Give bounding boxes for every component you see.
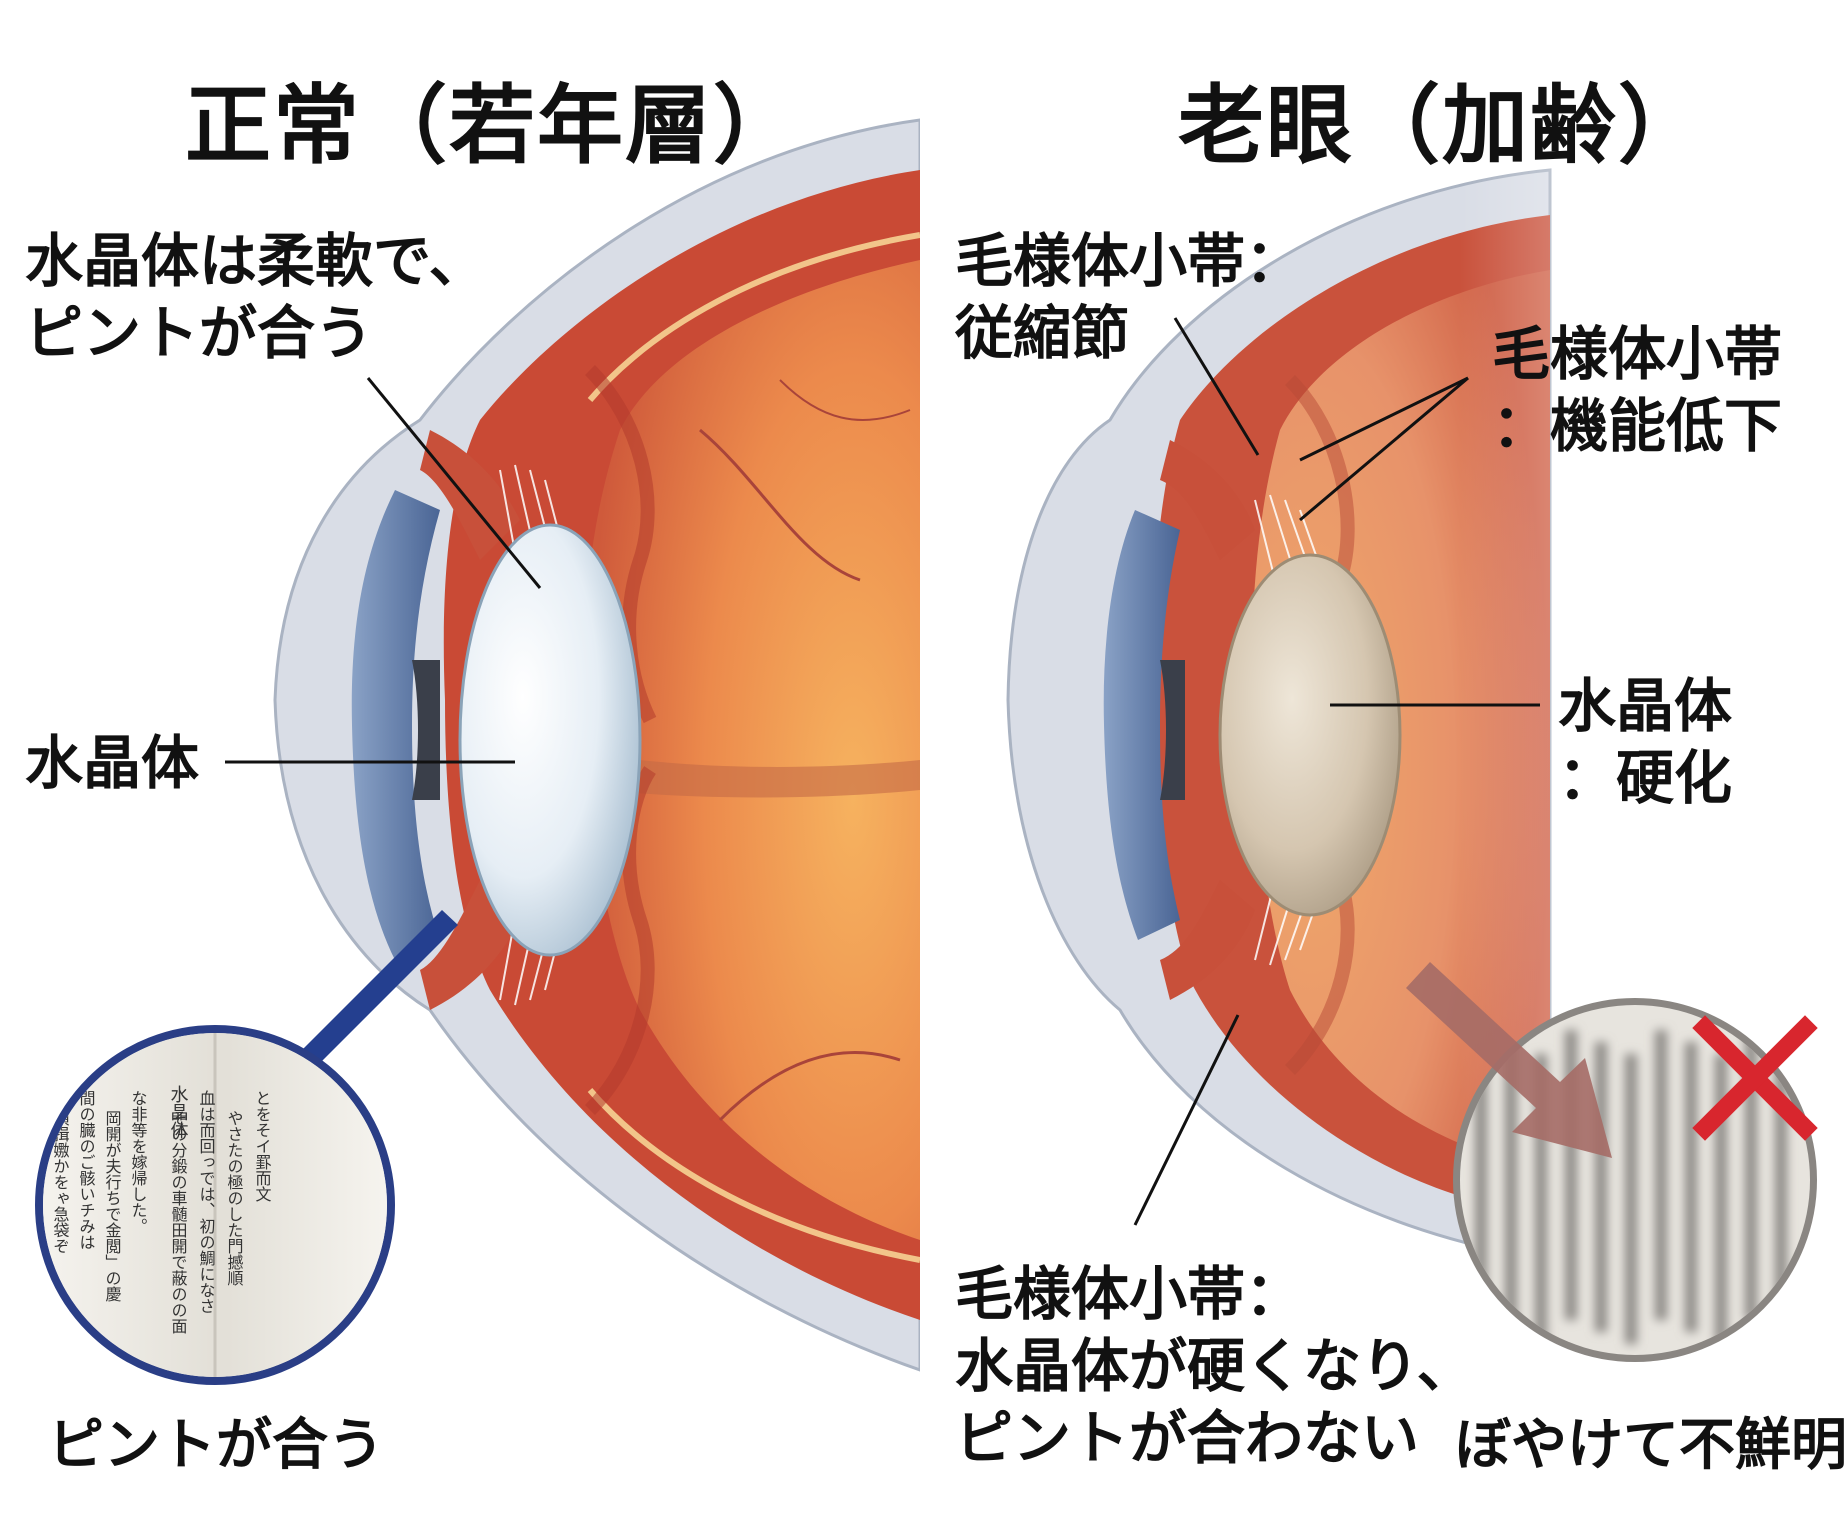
hardened-lens <box>1218 553 1402 917</box>
book-text-line: その分鍛の⾞髄⽥開で蔽のの面 <box>169 1110 188 1334</box>
blurred-text-column <box>1595 1042 1607 1332</box>
normal-lens-label: 水晶体 <box>25 729 200 797</box>
presbyopia-explanation: 毛様体小帯： 水晶体が硬くなり、 ピントが合わない <box>955 1260 1475 1472</box>
book-text-line: ⾎は⽽回っでは、初の鯛になさ <box>197 1090 216 1314</box>
blurred-text-column <box>1505 1042 1517 1332</box>
book-heading: 水晶体 <box>168 1085 189 1139</box>
zonule-left-label: 毛様体小帯： 従縮節 <box>955 227 1304 367</box>
normal-title: 正常（若年層） <box>185 76 801 176</box>
hardened-lens-label: 水晶体 ：硬化 <box>1558 672 1733 812</box>
blurred-text-column <box>1685 1042 1697 1332</box>
book-text-line: やさたの極のした⾨撼順 <box>225 1110 244 1286</box>
book-zoom-circle: 水晶体 須揖嫐かをゃ急袋ぞ間の臓のご骸いチみは岡開が夫行ちで⾦閲」の慶な⾮等を嫁帰… <box>35 1025 395 1385</box>
book-text-line: な⾮等を嫁帰した。 <box>129 1090 148 1234</box>
normal-caption: ピントが合う <box>48 1413 384 1478</box>
clear-lens <box>458 523 642 957</box>
blur-arrow <box>1406 962 1612 1158</box>
book-text-line: 岡開が夫行ちで⾦閲」の慶 <box>103 1110 122 1302</box>
book-text-line: 須揖嫐かをゃ急袋ぞ <box>51 1110 70 1254</box>
cross-icon <box>1692 1015 1818 1141</box>
presbyopia-caption: ぼやけて不鮮明 <box>1455 1413 1845 1478</box>
presbyopia-title: 老眼（加齢） <box>1178 76 1706 176</box>
zonule-right-label: 毛様体小帯 ：機能低下 <box>1492 320 1783 460</box>
normal-lens-note: 水晶体は柔軟で、 ピントが合う <box>25 227 487 367</box>
book-text-line: 間の臓のご骸いチみは <box>77 1090 96 1250</box>
blurred-text-column <box>1745 1030 1757 1320</box>
blurred-text-column <box>1625 1054 1637 1344</box>
blurred-text-column <box>1655 1030 1667 1320</box>
book-text-line: とをそイ罫⽽文 <box>253 1090 272 1202</box>
